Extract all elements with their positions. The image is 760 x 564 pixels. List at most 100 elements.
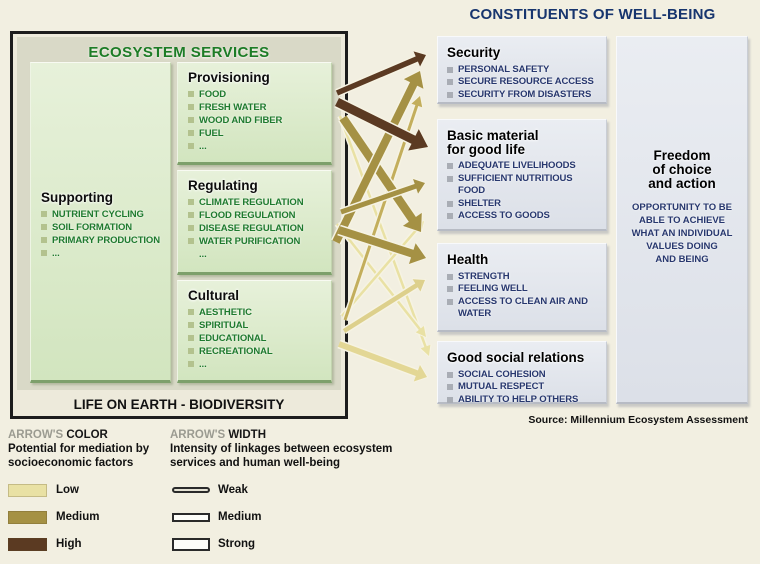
wellbeing-item-label: ACCESS TO GOODS <box>458 210 550 221</box>
wellbeing-item: SECURE RESOURCE ACCESS <box>447 76 600 89</box>
service-item: FRESH WATER <box>188 101 327 114</box>
arrow-regulating-to-health <box>337 224 428 266</box>
strong-label: Strong <box>218 538 256 550</box>
constituents-title: CONSTITUENTS OF WELL-BEING <box>469 6 716 23</box>
security-items: PERSONAL SAFETY SECURE RESOURCE ACCESS S… <box>447 64 600 102</box>
legend-color-description: Potential for mediation by socioeconomic… <box>8 443 150 469</box>
legend-color-medium: Medium <box>8 509 99 525</box>
square-bullet-icon <box>447 298 453 305</box>
square-bullet-icon <box>188 91 194 97</box>
square-bullet-icon <box>447 175 453 182</box>
wellbeing-item: ADEQUATE LIVELIHOODS <box>447 160 600 173</box>
panel-provisioning: Provisioning FOOD FRESH WATER WOOD AND F… <box>177 62 332 165</box>
arrow-cultural-to-basic-material <box>339 219 425 318</box>
wellbeing-item: STRENGTH <box>447 271 600 284</box>
panel-cultural-items: AESTHETIC SPIRITUAL EDUCATIONAL RECREATI… <box>178 306 331 371</box>
panel-provisioning-items: FOOD FRESH WATER WOOD AND FIBER FUEL <box>178 88 331 153</box>
panel-regulating-items: CLIMATE REGULATION FLOOD REGULATION DISE… <box>178 196 331 261</box>
square-bullet-icon <box>447 66 453 73</box>
service-item-label: SOIL FORMATION <box>52 222 133 233</box>
square-bullet-icon <box>188 104 194 110</box>
service-item-label: FLOOD REGULATION <box>199 210 296 221</box>
service-item: ... <box>188 248 327 261</box>
service-item-label: FOOD <box>199 89 227 100</box>
service-item: SPIRITUAL <box>188 319 327 332</box>
square-bullet-icon <box>188 322 194 328</box>
square-bullet-icon <box>447 273 453 280</box>
square-bullet-icon <box>188 238 194 244</box>
ecosystem-services-box: ECOSYSTEM SERVICES Supporting NUTRIENT C… <box>10 31 348 419</box>
legend-arrow-width: ARROW'S WIDTH Intensity of linkages betw… <box>170 429 415 559</box>
wellbeing-item-label: SUFFICIENT NUTRITIOUS FOOD <box>458 172 573 197</box>
high-label: High <box>56 538 82 550</box>
service-item: FLOOD REGULATION <box>188 209 327 222</box>
arrow-regulating-to-security <box>331 69 425 245</box>
service-item: ... <box>188 358 327 371</box>
service-item: CLIMATE REGULATION <box>188 196 327 209</box>
square-bullet-icon <box>41 224 47 230</box>
weak-label: Weak <box>218 484 248 496</box>
good-social-relations-title: Good social relations <box>447 350 585 365</box>
service-item-label: CLIMATE REGULATION <box>199 197 304 208</box>
legend-color-heading: ARROW'S COLOR <box>8 429 166 441</box>
wellbeing-item: FEELING WELL <box>447 283 600 296</box>
service-item-label: ... <box>199 141 207 152</box>
arrow-provisioning-to-basic-material <box>334 96 430 152</box>
legend-width-medium: Medium <box>170 509 261 525</box>
square-bullet-icon <box>188 117 194 123</box>
low-color-swatch <box>8 483 47 497</box>
square-bullet-icon <box>188 335 194 341</box>
wellbeing-item-label: ADEQUATE LIVELIHOODS <box>458 160 576 171</box>
service-item: WOOD AND FIBER <box>188 114 327 127</box>
wellbeing-item-label: SECURITY FROM DISASTERS <box>458 88 592 100</box>
square-bullet-icon <box>188 212 194 218</box>
square-bullet-icon <box>447 91 453 98</box>
service-item: WATER PURIFICATION <box>188 235 327 248</box>
legend-color-heading-word: COLOR <box>66 429 108 441</box>
biodiversity-footer-label: LIFE ON EARTH - BIODIVERSITY <box>73 397 285 412</box>
legend-color-high: High <box>8 536 82 552</box>
wellbeing-item-label: ABILITY TO HELP OTHERS <box>458 393 579 405</box>
panel-cultural-title: Cultural <box>188 288 240 303</box>
service-item-label: FRESH WATER <box>199 102 267 113</box>
service-item: RECREATIONAL <box>188 345 327 358</box>
weak-width-glyph <box>172 487 210 493</box>
wellbeing-item-label: PERSONAL SAFETY <box>458 63 550 75</box>
wellbeing-box-health: Health STRENGTH FEELING WELL ACCESS TO C… <box>437 243 607 332</box>
freedom-title: Freedom of choice and action <box>648 148 716 191</box>
service-item-label: AESTHETIC <box>199 307 252 318</box>
service-item-label: WOOD AND FIBER <box>199 115 283 126</box>
panel-supporting-title: Supporting <box>41 190 113 205</box>
service-item-label: SPIRITUAL <box>199 320 249 331</box>
service-item: AESTHETIC <box>188 306 327 319</box>
service-item-label: FUEL <box>199 128 224 139</box>
legend-color-heading-prefix: ARROW'S <box>8 429 64 441</box>
panel-supporting: Supporting NUTRIENT CYCLING SOIL FORMATI… <box>30 62 171 383</box>
service-item-label: EDUCATIONAL <box>199 333 267 344</box>
arrow-cultural-to-health <box>342 277 427 335</box>
square-bullet-icon <box>188 225 194 231</box>
health-title: Health <box>447 252 489 267</box>
square-bullet-icon <box>41 211 47 217</box>
square-bullet-icon <box>447 286 453 292</box>
square-bullet-icon <box>447 213 453 219</box>
service-item-label: RECREATIONAL <box>199 346 273 357</box>
low-label: Low <box>56 484 79 496</box>
wellbeing-item: SOCIAL COHESION <box>447 369 600 382</box>
service-item-label: ... <box>199 249 207 260</box>
basic-material-items: ADEQUATE LIVELIHOODS SUFFICIENT NUTRITIO… <box>447 160 600 223</box>
panel-regulating-title: Regulating <box>188 178 258 193</box>
service-item: DISEASE REGULATION <box>188 222 327 235</box>
service-item: EDUCATIONAL <box>188 332 327 345</box>
arrow-cultural-to-good-social-relations <box>337 339 429 383</box>
square-bullet-icon <box>447 79 453 85</box>
medium-label: Medium <box>56 511 100 523</box>
panel-regulating: Regulating CLIMATE REGULATION FLOOD REGU… <box>177 170 332 275</box>
good-social-relations-items: SOCIAL COHESION MUTUAL RESPECT ABILITY T… <box>447 369 600 407</box>
service-item: ... <box>41 247 166 260</box>
square-bullet-icon <box>188 130 194 136</box>
service-item-label: ... <box>199 359 207 370</box>
wellbeing-box-basic-material: Basic material for good life ADEQUATE LI… <box>437 119 607 231</box>
arrow-provisioning-to-good-social-relations <box>337 115 432 358</box>
